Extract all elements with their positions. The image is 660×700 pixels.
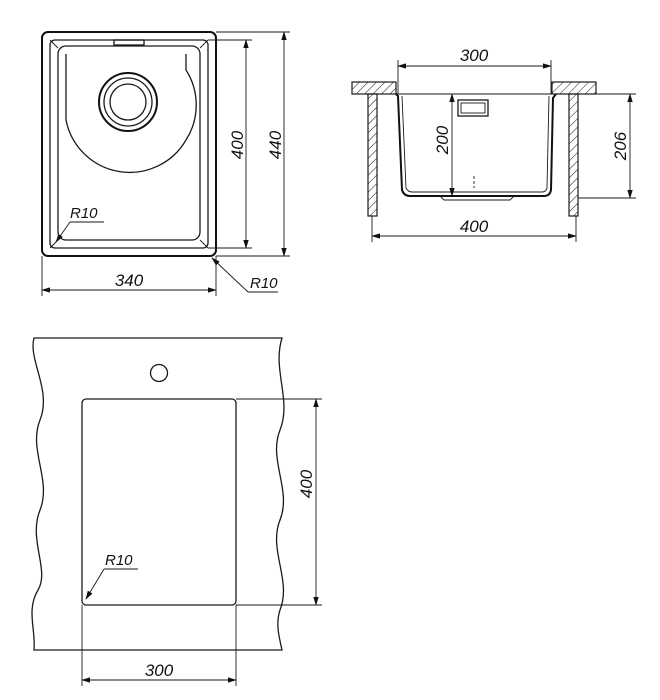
cabinet-wall-right <box>568 93 579 217</box>
tap-hole <box>149 363 169 383</box>
dim-label-width: 340 <box>115 271 144 290</box>
drain-middle <box>103 77 153 127</box>
cutout-radius-label: R10 <box>105 552 133 569</box>
dim-label-outer-height: 440 <box>266 130 285 159</box>
overflow-slot <box>113 39 145 46</box>
dim-label-section-depth: 200 <box>433 125 452 155</box>
sink-outer-rim <box>41 31 217 257</box>
dim-label-section-top-width: 300 <box>460 46 489 65</box>
dim-label-cabinet-depth: 206 <box>611 131 630 161</box>
countertop-left <box>351 81 397 95</box>
worktop-outline <box>31 337 285 651</box>
overflow-box-section <box>457 99 489 117</box>
drain-outer <box>98 72 158 132</box>
section-view: 300 200 206 400 <box>351 46 636 242</box>
cutout-rect <box>81 398 237 606</box>
dim-label-section-bottom-width: 400 <box>460 217 489 236</box>
dim-label-cutout-width: 300 <box>145 661 174 680</box>
bowl-bottom-arc <box>65 54 197 174</box>
outer-radius-label: R10 <box>250 275 278 292</box>
cabinet-wall-left <box>367 93 378 217</box>
drain-inner <box>109 83 147 121</box>
dim-label-inner-height: 400 <box>228 130 247 159</box>
sink-section-profile <box>395 93 557 197</box>
top-view: 400 440 340 R10 R10 <box>41 31 290 296</box>
drain-section <box>439 195 515 201</box>
dim-label-cutout-height: 400 <box>297 469 316 498</box>
inner-radius-label: R10 <box>70 205 98 222</box>
countertop-right <box>551 81 597 95</box>
sink-bowl <box>57 45 201 241</box>
cutout-view: 400 300 R10 <box>31 337 322 686</box>
